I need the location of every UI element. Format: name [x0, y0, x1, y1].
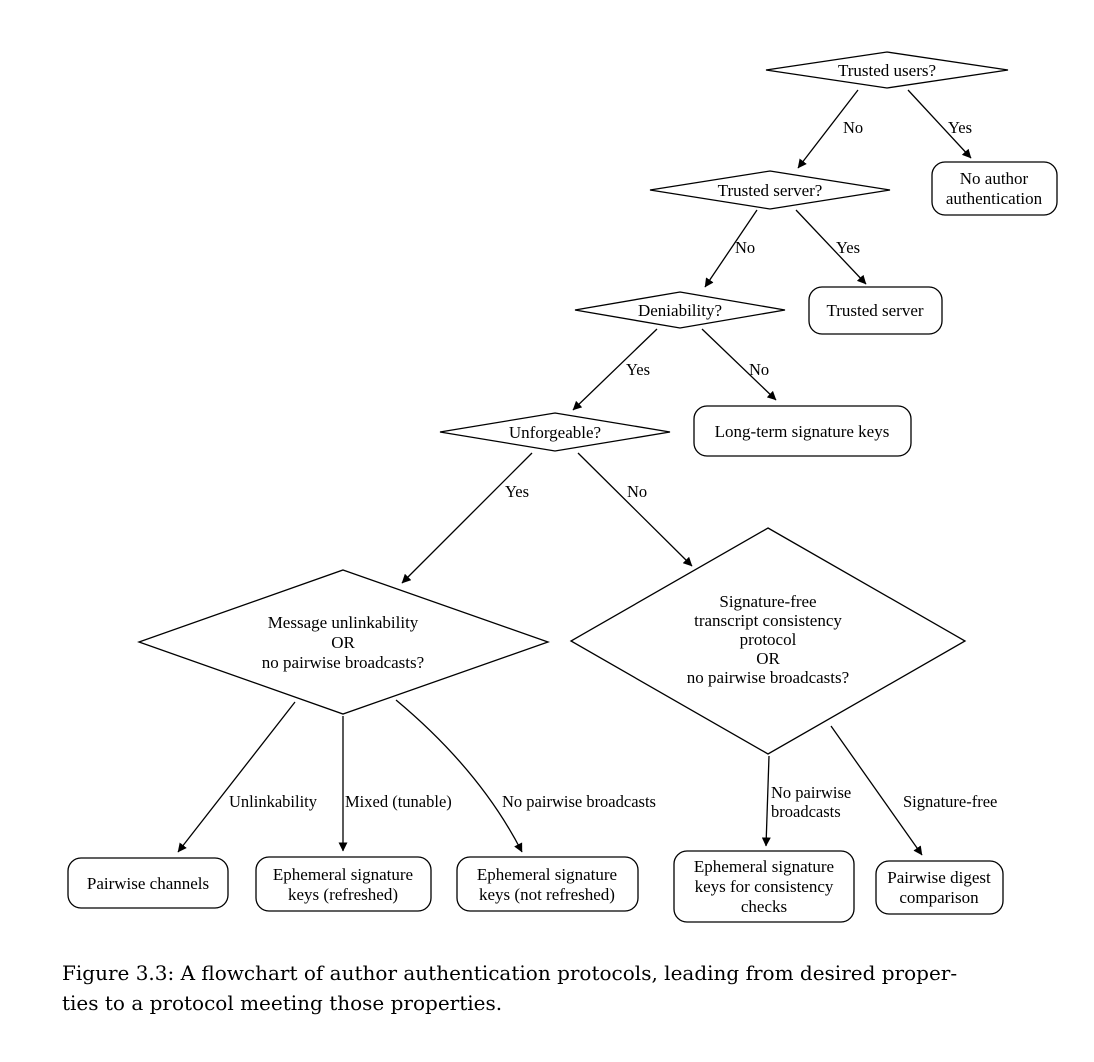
label-pairwise-channels: Pairwise channels [87, 874, 209, 893]
outcome-no-author-authentication [931, 161, 1058, 216]
label-deniability: Deniability? [638, 301, 722, 320]
outcome-long-term-signature-keys [693, 405, 912, 457]
outcome-pairwise-digest [875, 860, 1004, 915]
edge-label-mixed-tunable: Mixed (tunable) [345, 792, 452, 811]
edge-deniability-no [701, 328, 777, 401]
caption-line-2: ties to a protocol meeting those propert… [62, 991, 503, 1015]
outcome-trusted-server [808, 286, 943, 335]
edge-label-trusted-server-yes: Yes [836, 238, 860, 257]
label-trusted-server-box: Trusted server [826, 301, 923, 320]
edge-no-pairwise-broadcasts [395, 699, 523, 853]
edge-label-no-pairwise-broadcasts: No pairwise broadcasts [502, 792, 656, 811]
label-long-term-signature-keys: Long-term signature keys [715, 422, 890, 441]
decision-trusted-users [765, 51, 1009, 89]
edge-label-unforgeable-yes: Yes [505, 482, 529, 501]
outcome-ephemeral-refreshed [255, 856, 432, 912]
outcome-pairwise-channels [67, 857, 229, 909]
edge-label-trusted-users-no: No [843, 118, 863, 137]
outcome-ephemeral-consistency [673, 850, 855, 923]
edge-label-signature-free: Signature-free [903, 792, 997, 811]
edge-label-trusted-server-no: No [735, 238, 755, 257]
label-trusted-users: Trusted users? [838, 61, 936, 80]
edge-label-deniability-no: No [749, 360, 769, 379]
decision-signature-free [569, 527, 967, 755]
edge-unforgeable-yes [401, 452, 533, 584]
edge-trusted-users-no [797, 89, 859, 169]
label-trusted-server-question: Trusted server? [718, 181, 823, 200]
edge-label-trusted-users-yes: Yes [948, 118, 972, 137]
edge-trusted-server-yes [795, 209, 867, 285]
edge-label-unforgeable-no: No [627, 482, 647, 501]
edge-trusted-users-yes [907, 89, 972, 159]
edge-signature-free [830, 725, 923, 856]
edge-unforgeable-no [577, 452, 693, 567]
edge-label-unlinkability: Unlinkability [229, 792, 318, 811]
figure-caption: Figure 3.3: A flowchart of author authen… [62, 958, 1062, 1018]
decision-unlinkability [137, 569, 550, 715]
caption-line-1: Figure 3.3: A flowchart of author authen… [62, 961, 958, 985]
edge-unlinkability [177, 701, 296, 853]
decision-trusted-server [649, 170, 891, 210]
decision-deniability [574, 291, 786, 329]
edge-label-deniability-yes: Yes [626, 360, 650, 379]
decision-unforgeable [439, 412, 671, 452]
outcome-ephemeral-not-refreshed [456, 856, 639, 912]
edge-deniability-yes [572, 328, 658, 411]
edge-sigfree-no-pairwise [761, 755, 771, 847]
label-unforgeable: Unforgeable? [509, 423, 601, 442]
edge-trusted-server-no [704, 209, 758, 288]
